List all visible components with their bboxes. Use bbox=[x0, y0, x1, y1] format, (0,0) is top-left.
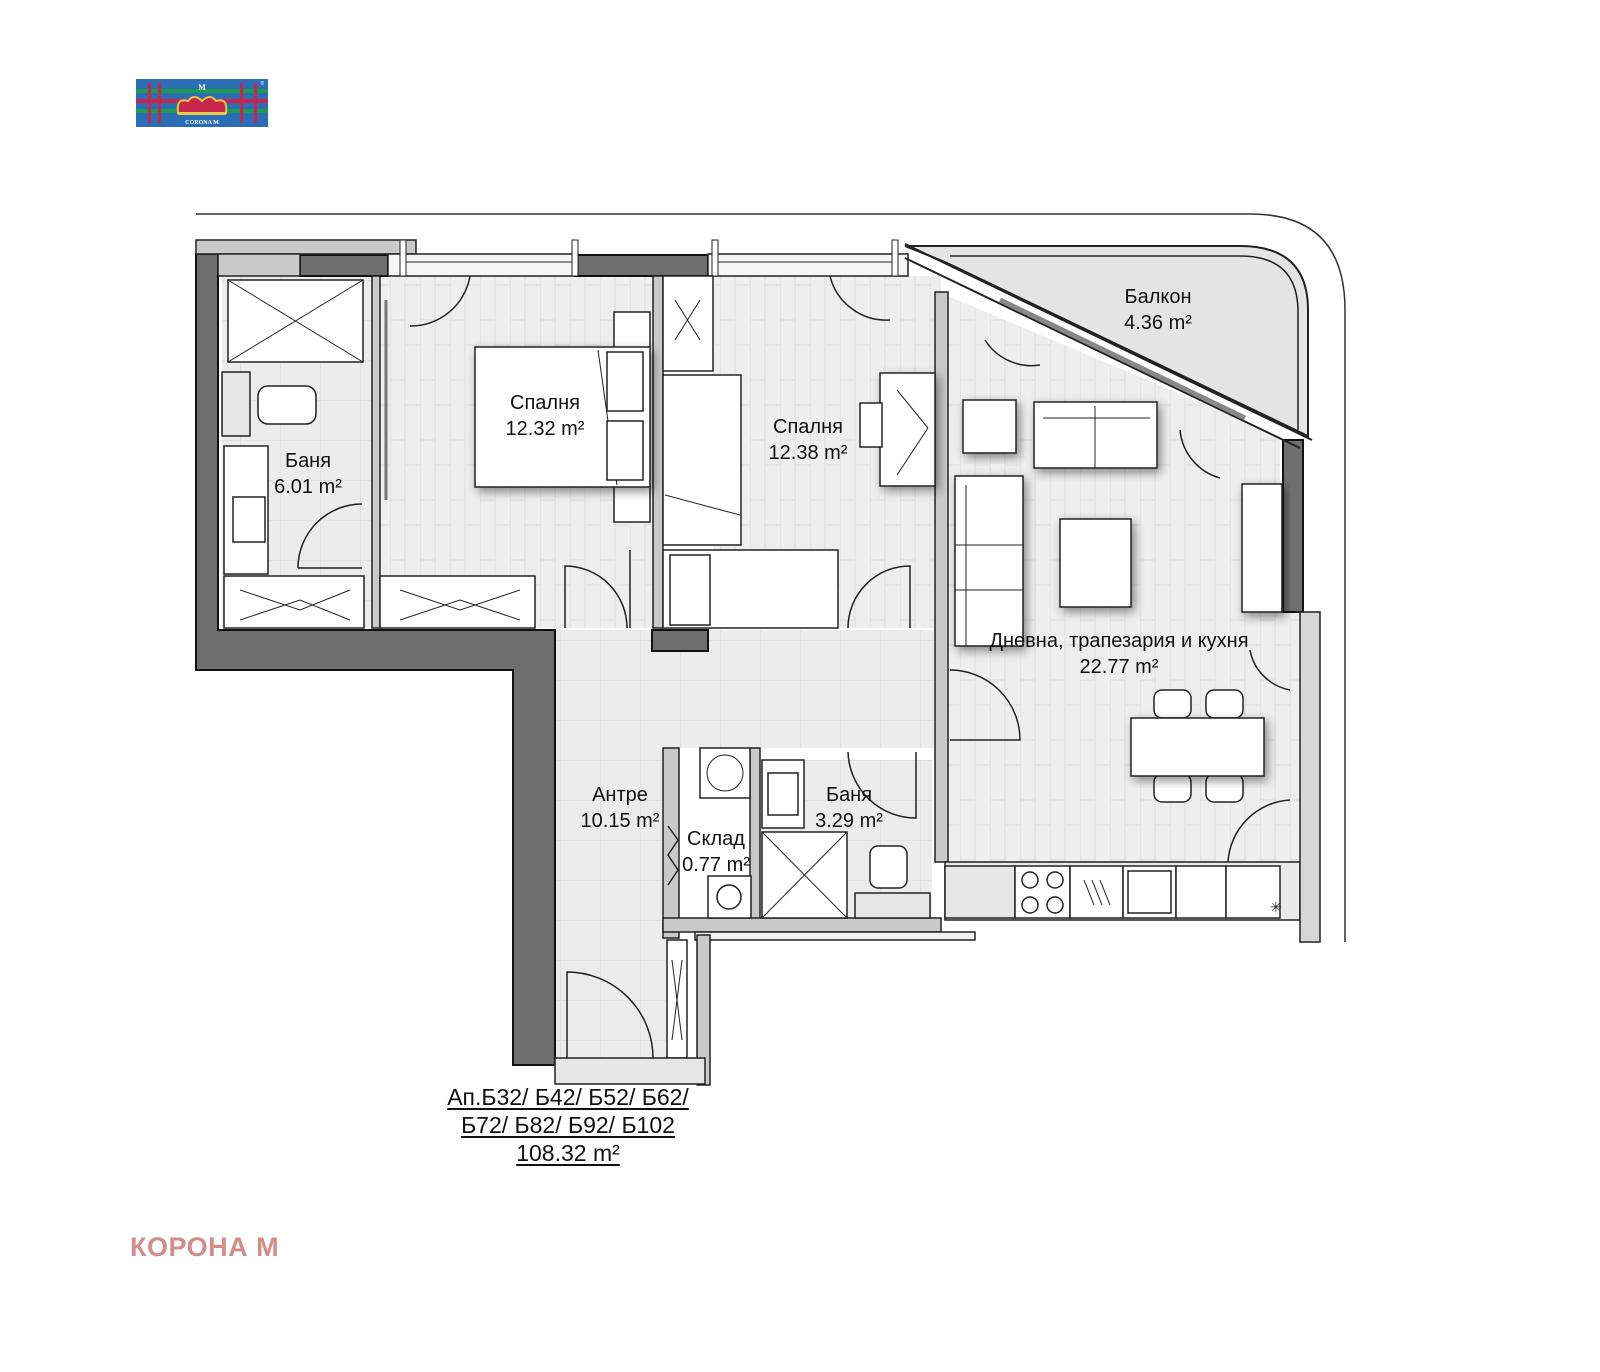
bathroom-1-fixtures bbox=[221, 279, 365, 629]
apartment-caption: Ап.Б32/ Б42/ Б52/ Б62/ Б72/ Б82/ Б92/ Б1… bbox=[447, 1083, 689, 1167]
room-area: 12.38 m² bbox=[768, 442, 848, 464]
room-name: Спалня bbox=[510, 392, 580, 414]
apartment-numbers-line-2: Б72/ Б82/ Б92/ Б102 bbox=[461, 1112, 675, 1138]
room-area: 22.77 m² bbox=[1079, 656, 1159, 678]
corona-m-logo: M CORONA M ® bbox=[136, 79, 268, 127]
room-label-balcony: Балкон 4.36 m² bbox=[1124, 284, 1192, 336]
bathroom-2-fixtures bbox=[699, 747, 931, 919]
room-label-bathroom-1: Баня 6.01 m² bbox=[274, 448, 342, 500]
logo-letter: M bbox=[198, 83, 206, 92]
doors bbox=[297, 275, 1291, 1059]
room-name: Спалня bbox=[773, 416, 843, 438]
room-name: Баня bbox=[825, 784, 873, 806]
registered-mark: ® bbox=[260, 80, 264, 87]
room-label-bathroom-2: Баня 3.29 m² bbox=[815, 782, 883, 834]
room-label-living: Дневна, трапезария и кухня 22.77 m² bbox=[989, 628, 1248, 680]
room-name: Склад bbox=[687, 828, 745, 850]
apartment-total-area: 108.32 m² bbox=[516, 1140, 620, 1166]
windows bbox=[399, 239, 899, 277]
brand-footer: КОРОНА М bbox=[130, 1232, 280, 1262]
storage-fixtures bbox=[666, 825, 752, 1059]
room-area: 6.01 m² bbox=[274, 476, 342, 498]
bedroom-2-furniture bbox=[662, 275, 936, 629]
kitchen-counter: ✳ bbox=[944, 865, 1282, 919]
room-label-storage: Склад 0.77 m² bbox=[682, 826, 750, 878]
room-area: 12.32 m² bbox=[505, 418, 585, 440]
room-name: Антре bbox=[592, 784, 648, 806]
balcony-glazing bbox=[904, 243, 1313, 449]
room-label-bedroom-1: Спалня 12.32 m² bbox=[506, 390, 585, 442]
room-area: 3.29 m² bbox=[815, 810, 883, 832]
room-area: 0.77 m² bbox=[682, 854, 750, 876]
apartment-numbers-line-1: Ап.Б32/ Б42/ Б52/ Б62/ bbox=[447, 1084, 689, 1110]
room-label-hall: Антре 10.15 m² bbox=[581, 782, 660, 834]
star-icon: ✳ bbox=[1270, 899, 1282, 915]
room-label-bedroom-2: Спалня 12.38 m² bbox=[769, 414, 848, 466]
room-name: Дневна, трапезария и кухня bbox=[989, 630, 1249, 652]
bedroom-1-furniture bbox=[379, 300, 651, 629]
room-area: 10.15 m² bbox=[580, 810, 660, 832]
logo-text: CORONA M bbox=[185, 120, 219, 126]
room-area: 4.36 m² bbox=[1124, 312, 1192, 334]
room-name: Баня bbox=[284, 450, 332, 472]
room-name: Балкон bbox=[1124, 286, 1192, 308]
entrance-threshold bbox=[554, 1057, 706, 1085]
living-furniture bbox=[954, 399, 1283, 803]
